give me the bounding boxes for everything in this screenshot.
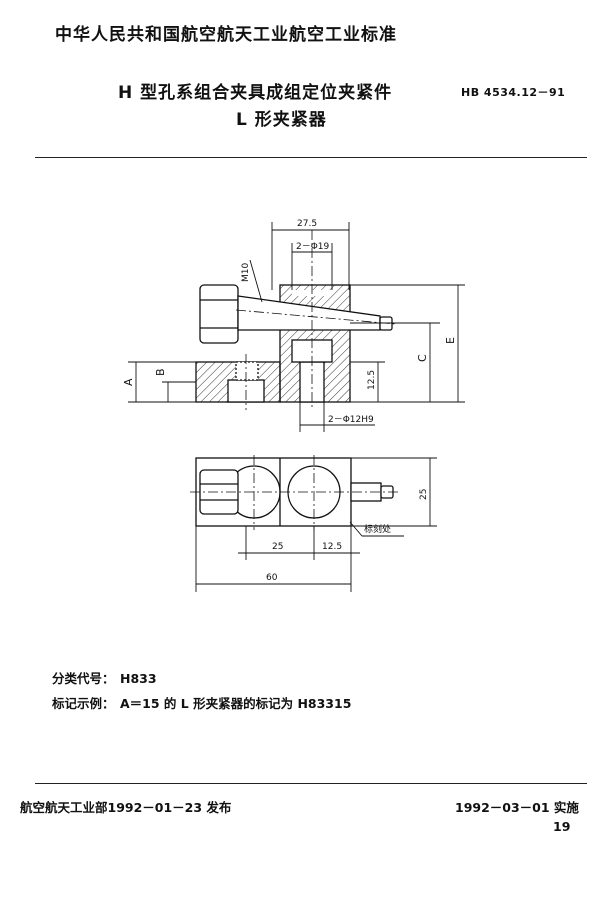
front-view-dimension-text: 27.5 2－Φ19 M10 A B C E 12.5 2－Φ12H9 — [122, 219, 457, 425]
standard-title: H 型孔系组合夹具成组定位夹紧件 — [118, 83, 393, 103]
dim-m10: M10 — [241, 263, 251, 282]
mark-location-label: 标刻处 — [364, 523, 391, 535]
dim-c: C — [416, 354, 429, 362]
dim-12-5-front: 12.5 — [367, 370, 377, 390]
plan-view — [190, 455, 400, 530]
mark-example-label: 标记示例： — [52, 696, 115, 711]
dim-27-5: 27.5 — [297, 219, 317, 229]
footer-rule — [35, 783, 587, 784]
plan-view-dimension-text: 25 25 12.5 60 标刻处 — [266, 489, 429, 583]
standard-code: HB 4534.12－91 — [461, 86, 566, 99]
class-code-value: H833 — [120, 671, 157, 686]
mark-example-value: A＝15 的 L 形夹紧器的标记为 H83315 — [120, 696, 352, 711]
dim-25-vertical: 25 — [419, 489, 429, 500]
issue-date: 航空航天工业部1992－01－23 发布 — [20, 800, 232, 815]
mark-example-row: 标记示例： A＝15 的 L 形夹紧器的标记为 H83315 — [52, 693, 351, 712]
dim-25-horizontal: 25 — [272, 542, 283, 552]
effective-date: 1992－03－01 实施 — [455, 800, 579, 815]
header-rule — [35, 157, 587, 158]
dim-b: B — [154, 368, 167, 376]
dim-2-phi19: 2－Φ19 — [296, 242, 330, 252]
class-code-label: 分类代号： — [52, 671, 115, 686]
front-view-dimensions — [128, 222, 465, 432]
dim-60: 60 — [266, 573, 278, 583]
dim-2-phi12h9: 2－Φ12H9 — [328, 415, 374, 425]
dim-a: A — [122, 378, 135, 386]
plan-view-dimensions — [195, 457, 437, 592]
technical-drawing: 27.5 2－Φ19 M10 A B C E 12.5 2－Φ12H9 — [122, 219, 465, 592]
class-code-row: 分类代号： H833 — [52, 668, 157, 687]
front-view — [195, 230, 396, 410]
dim-12-5-plan: 12.5 — [322, 542, 342, 552]
standard-subtitle: L 形夹紧器 — [236, 110, 327, 130]
dim-e: E — [444, 337, 457, 344]
issuing-organization: 中华人民共和国航空航天工业航空工业标准 — [55, 25, 397, 45]
page-number: 19 — [553, 819, 571, 834]
